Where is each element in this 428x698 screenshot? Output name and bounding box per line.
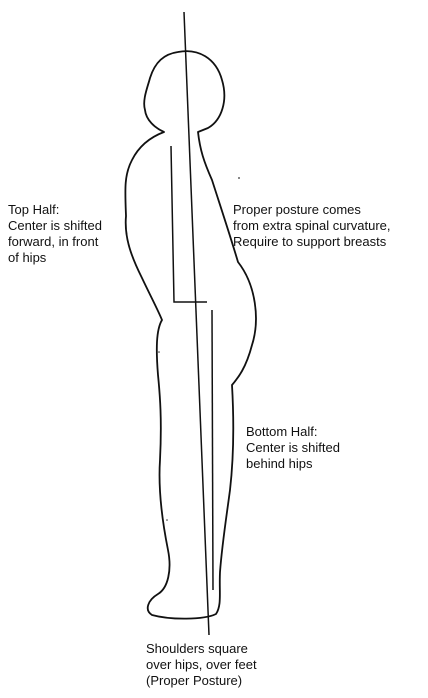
body-silhouette	[125, 51, 256, 618]
top-half-label: Top Half: Center is shifted forward, in …	[8, 202, 102, 266]
shoulders-label: Shoulders square over hips, over feet (P…	[146, 641, 257, 689]
bottom-half-center-line	[212, 310, 213, 590]
top-half-center-line	[171, 146, 207, 302]
plumb-line	[184, 12, 209, 635]
proper-posture-label: Proper posture comes from extra spinal c…	[233, 202, 391, 250]
bottom-half-label: Bottom Half: Center is shifted behind hi…	[246, 424, 340, 472]
